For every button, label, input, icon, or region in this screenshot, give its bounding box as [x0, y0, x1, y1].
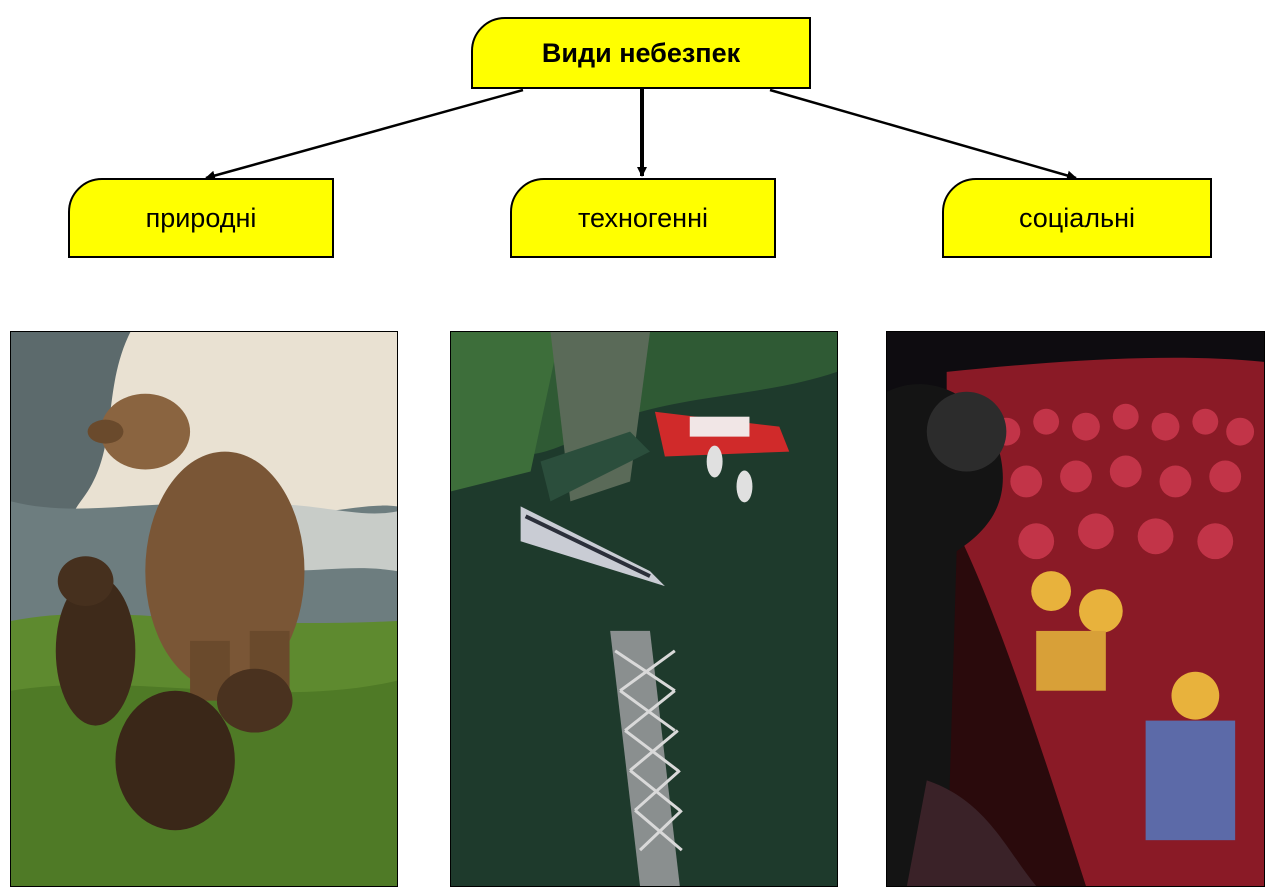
arrow-to-natural	[205, 88, 524, 181]
node-natural-label: природні	[145, 202, 257, 233]
photo-bears	[10, 331, 398, 887]
node-social-label: соціальні	[1018, 202, 1136, 233]
node-natural: природні	[68, 178, 334, 258]
bear-cub-left	[55, 556, 136, 726]
node-technogenic-label: техногенні	[577, 202, 708, 233]
node-technogenic: техногенні	[510, 178, 776, 258]
root-node-label: Види небезпек	[541, 37, 741, 68]
performer-silhouette	[887, 384, 1007, 886]
node-social: соціальні	[942, 178, 1212, 258]
root-node-hazard-types: Види небезпек	[471, 17, 811, 89]
bear-cub-right	[115, 668, 293, 831]
crowd-lit	[1031, 571, 1236, 841]
submerged-train-car	[520, 431, 665, 587]
bridge-truss	[610, 630, 683, 886]
crowd-heads	[992, 403, 1255, 560]
photo-train-wreck	[450, 331, 838, 887]
red-rescue-boat	[654, 411, 790, 457]
photo-concert-crowd	[886, 331, 1265, 887]
arrow-to-social	[769, 88, 1077, 181]
